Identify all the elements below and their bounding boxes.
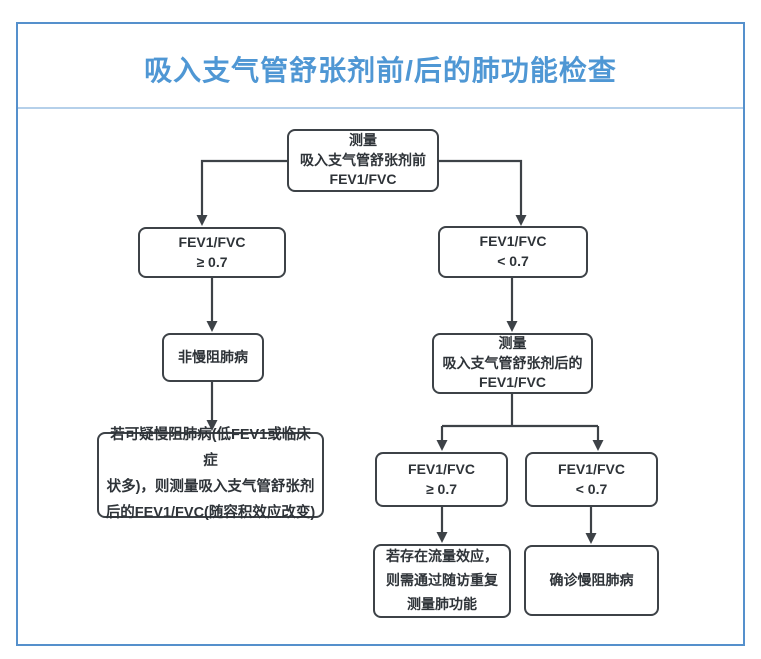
diagram-frame [16,22,745,646]
node-suspected-copd-note: 若可疑慢阻肺病(低FEV1或临床症 状多)，则测量吸入支气管舒张剂 后的FEV1… [97,427,324,521]
edge-post-measure-split [436,394,604,451]
edge-non-copd-to-suspect-note [206,382,218,431]
node-pre-bronchodilator-measure: 测量 吸入支气管舒张剂前 FEV1/FVC [287,129,439,192]
edge-post-lt-to-confirmed [585,507,597,544]
node-post-fev1-fvc-lt-0-7: FEV1/FVC < 0.7 [525,452,658,507]
node-pre-fev1-fvc-lt-0-7: FEV1/FVC < 0.7 [438,226,588,278]
node-confirmed-copd: 确诊慢阻肺病 [524,545,659,616]
page-title: 吸入支气管舒张剂前/后的肺功能检查 [144,55,617,86]
edge-pre-measure-to-pre-ge [196,159,287,226]
header-divider [18,107,743,109]
edge-pre-lt-to-post-measure [506,278,518,332]
node-non-copd: 非慢阻肺病 [162,333,264,382]
edge-pre-ge-to-non-copd [206,278,218,332]
edge-pre-measure-to-pre-lt [438,159,527,226]
node-pre-fev1-fvc-ge-0-7: FEV1/FVC ≥ 0.7 [138,227,286,278]
node-post-fev1-fvc-ge-0-7: FEV1/FVC ≥ 0.7 [375,452,508,507]
node-post-bronchodilator-measure: 测量 吸入支气管舒张剂后的 FEV1/FVC [432,333,593,394]
edge-post-ge-to-followup [436,507,448,543]
node-followup-repeat-test: 若存在流量效应， 则需通过随访重复 测量肺功能 [373,544,511,618]
